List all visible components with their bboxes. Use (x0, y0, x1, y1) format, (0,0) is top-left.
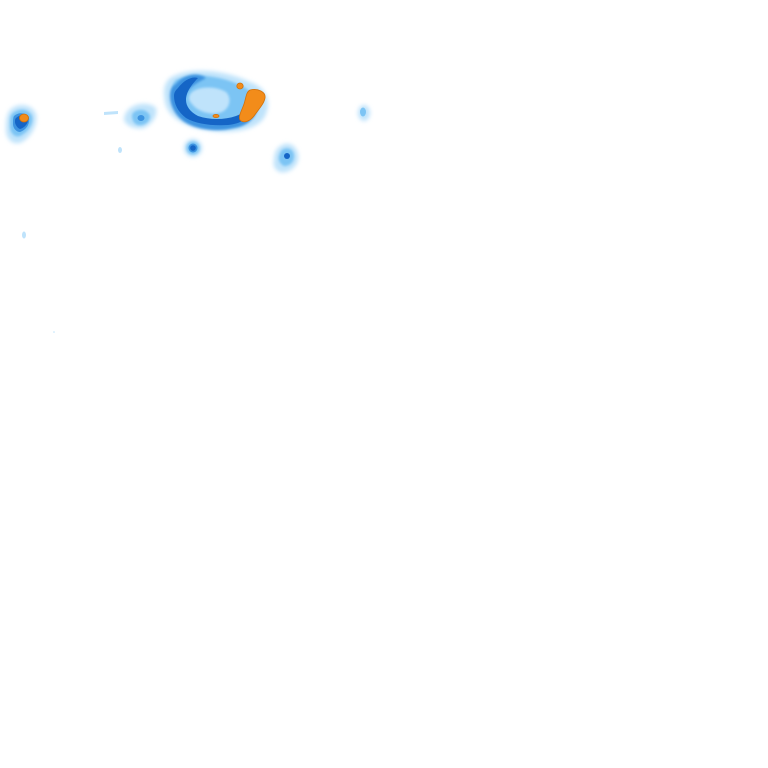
scattered-cell-1 (104, 103, 157, 153)
west-edge-cell (6, 105, 37, 144)
scattered-cell-5 (22, 231, 55, 333)
scattered-cell-3 (273, 143, 299, 173)
main-storm-cell (164, 70, 268, 132)
scattered-cell-2 (184, 139, 202, 157)
scattered-cell-4 (358, 105, 370, 121)
